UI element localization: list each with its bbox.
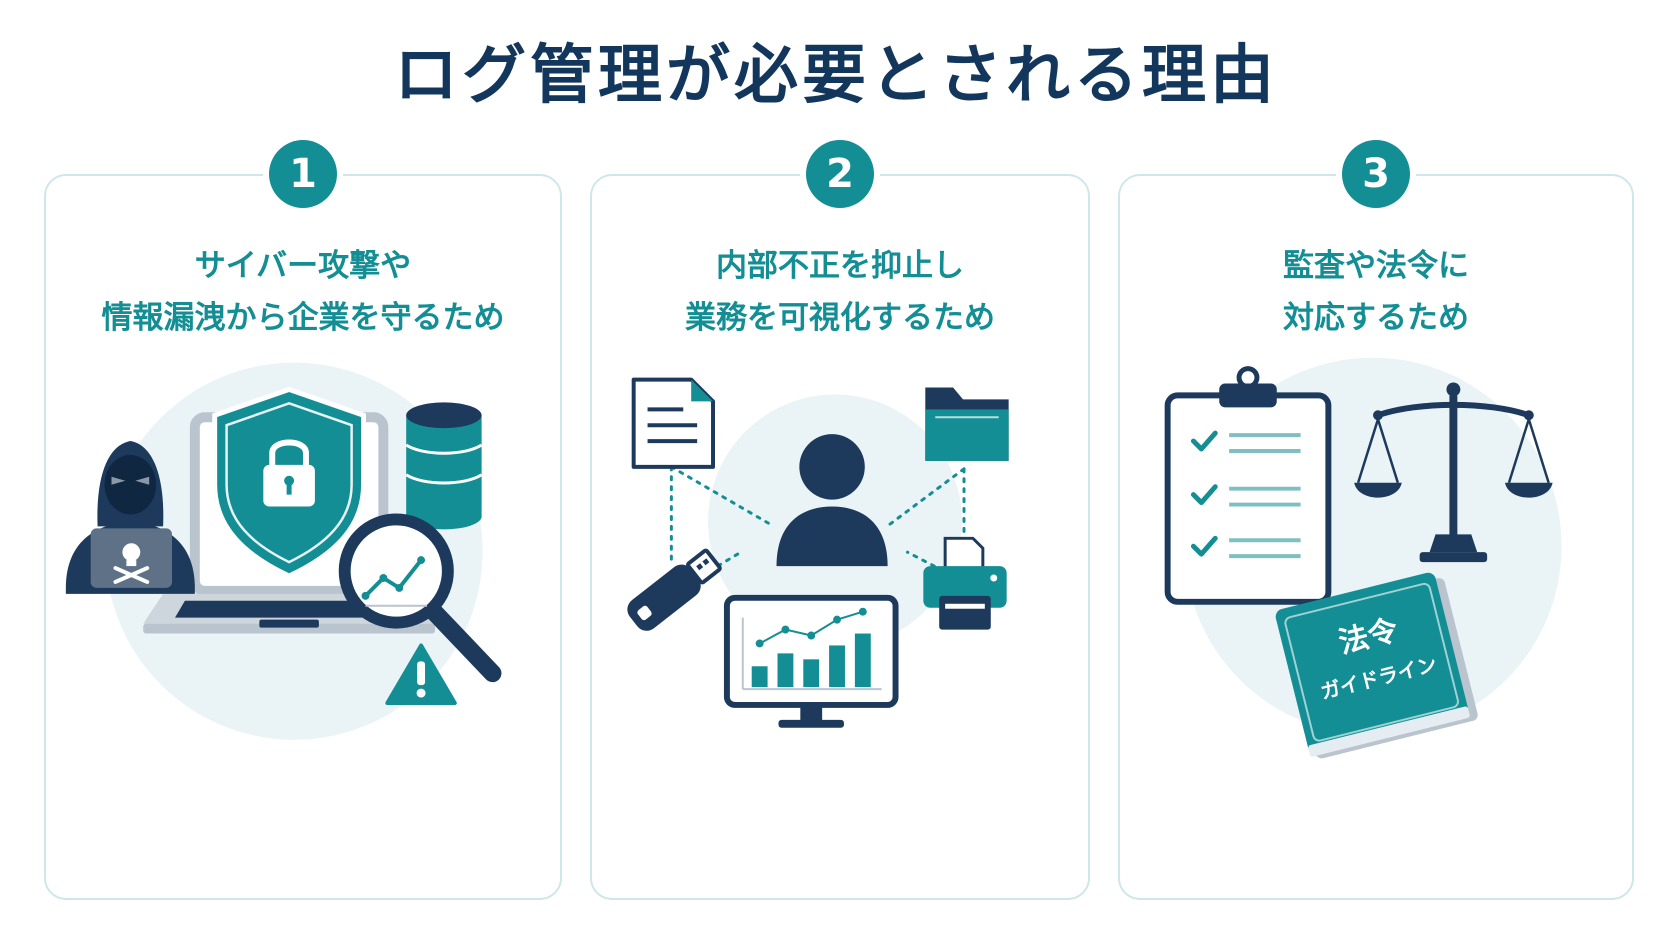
monitor-chart-icon — [723, 594, 899, 728]
illustration-visibility — [592, 356, 1088, 796]
page-title: ログ管理が必要とされる理由 — [394, 39, 1278, 113]
illustration-security — [46, 356, 560, 796]
compliance-illustration-svg: 法令 ガイドライン — [1164, 357, 1562, 759]
visibility-illustration-svg — [627, 377, 1009, 728]
clipboard-checklist-icon — [1164, 366, 1332, 605]
card-cyber-attack: 1 サイバー攻撃や 情報漏洩から企業を守るため — [44, 140, 562, 900]
heading-line-2: 対応するため — [1283, 300, 1469, 336]
printer-icon — [923, 536, 1007, 630]
shield-lock-icon — [212, 386, 367, 579]
heading-line-1: サイバー攻撃や — [194, 248, 412, 284]
magnifier-chart-icon — [338, 513, 502, 683]
scales-icon — [1354, 382, 1553, 563]
number-badge: 1 — [269, 140, 337, 208]
hacker-icon — [65, 441, 195, 594]
law-book-icon: 法令 ガイドライン — [1275, 572, 1478, 759]
card-heading: 内部不正を抑止し 業務を可視化するため — [592, 240, 1088, 344]
card-internal-fraud: 2 内部不正を抑止し 業務を可視化するため — [590, 140, 1090, 900]
card-audit-compliance: 3 監査や法令に 対応するため — [1118, 140, 1634, 900]
number-badge: 2 — [806, 140, 874, 208]
heading-line-2: 情報漏洩から企業を守るため — [101, 300, 505, 336]
usb-drive-icon — [627, 548, 722, 631]
folder-icon — [925, 387, 1009, 461]
heading-line-2: 業務を可視化するため — [685, 300, 995, 336]
heading-line-1: 監査や法令に — [1283, 248, 1469, 284]
heading-line-1: 内部不正を抑止し — [716, 248, 964, 284]
card-heading: 監査や法令に 対応するため — [1120, 240, 1632, 344]
number-badge: 3 — [1342, 140, 1410, 208]
card-heading: サイバー攻撃や 情報漏洩から企業を守るため — [46, 240, 560, 344]
illustration-compliance: 法令 ガイドライン — [1120, 356, 1632, 796]
user-icon — [776, 434, 888, 567]
security-illustration-svg — [65, 362, 502, 740]
database-icon — [405, 402, 483, 530]
document-icon — [631, 377, 716, 469]
warning-icon — [385, 643, 457, 705]
